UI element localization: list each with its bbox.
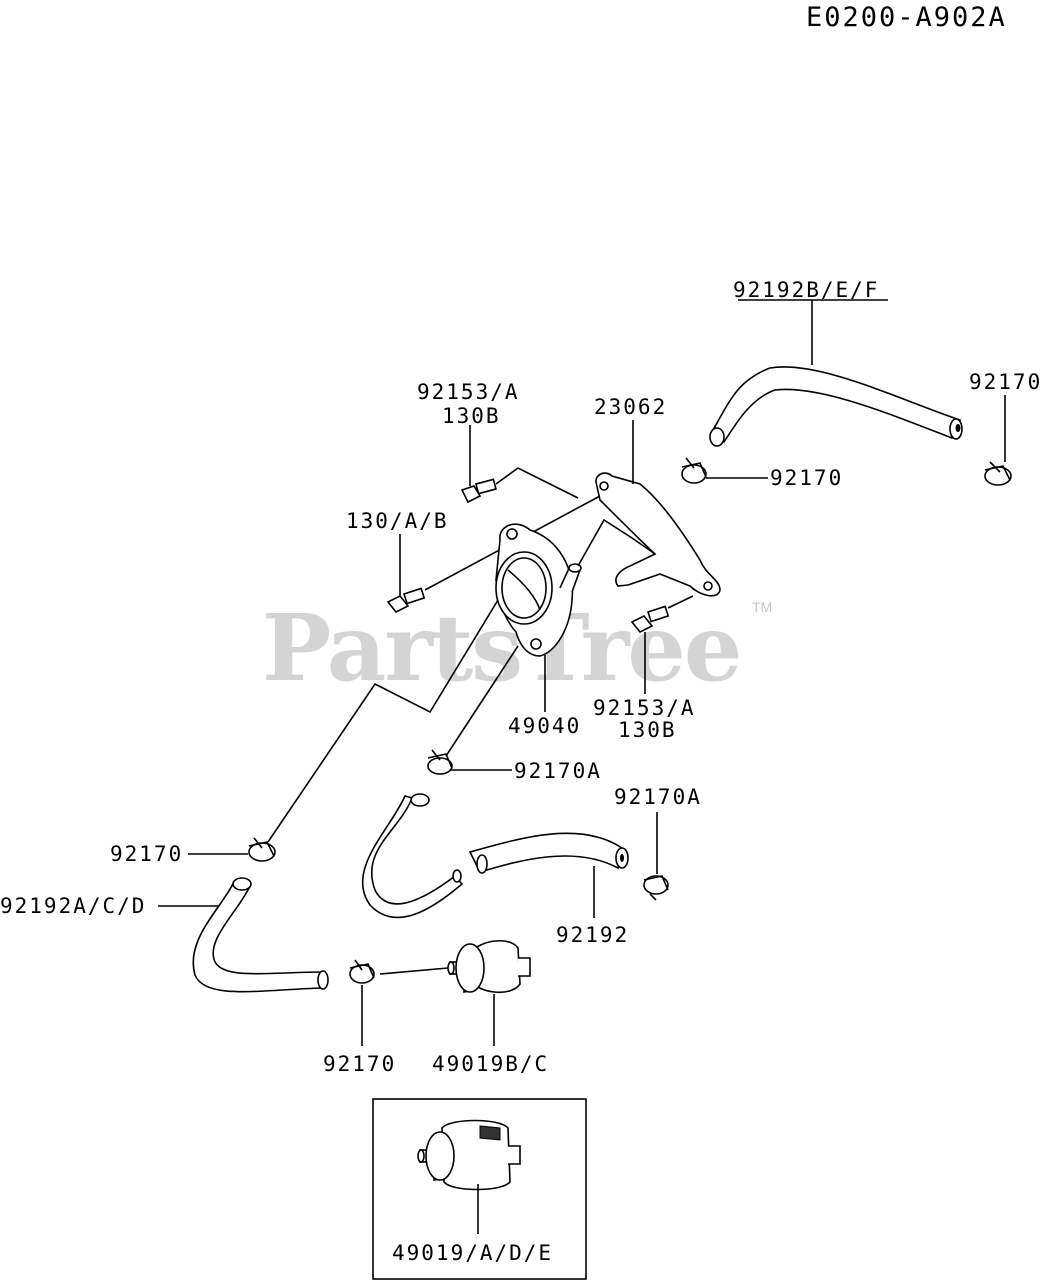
label-clamp-right-a: 92170A bbox=[614, 785, 702, 809]
bolt-right[interactable] bbox=[630, 605, 670, 634]
label-filter: 49019B/C bbox=[432, 1052, 549, 1076]
label-hose-mid: 92192 bbox=[556, 923, 629, 947]
label-bolt-right-2: 130B bbox=[618, 718, 677, 742]
fuel-filter[interactable] bbox=[447, 940, 531, 994]
clamp-left[interactable] bbox=[248, 837, 276, 862]
fuel-pump[interactable] bbox=[495, 523, 582, 657]
label-hose-top: 92192B/E/F bbox=[733, 278, 879, 302]
label-bolt-top-1: 92153/A bbox=[417, 380, 520, 404]
label-bolt-right-1: 92153/A bbox=[593, 696, 696, 720]
label-clamp-left: 92170 bbox=[110, 842, 183, 866]
hose-left[interactable] bbox=[192, 877, 329, 993]
label-fuel-pump: 49040 bbox=[508, 714, 581, 738]
fuel-filter-alt[interactable] bbox=[417, 1119, 521, 1191]
label-hose-left: 92192A/C/D bbox=[0, 894, 146, 918]
clamp-right-a[interactable] bbox=[643, 875, 669, 901]
bolt-top[interactable] bbox=[460, 478, 497, 504]
label-filter-alt: 49019/A/D/E bbox=[392, 1241, 553, 1265]
label-bracket: 23062 bbox=[594, 395, 667, 419]
clamp-top-right[interactable] bbox=[984, 461, 1012, 486]
label-clamp-top-right: 92170 bbox=[969, 370, 1042, 394]
bracket[interactable] bbox=[595, 472, 721, 597]
diagram-code: E0200-A902A bbox=[806, 2, 1007, 33]
clamp-mid-a[interactable] bbox=[427, 749, 453, 775]
clamp-bottom[interactable] bbox=[349, 959, 375, 984]
alt-filter-box bbox=[372, 1098, 587, 1280]
clamp-top-mid[interactable] bbox=[681, 457, 707, 484]
label-clamp-mid-a: 92170A bbox=[514, 759, 602, 783]
label-clamp-top-mid: 92170 bbox=[770, 466, 843, 490]
label-clamp-bottom: 92170 bbox=[323, 1052, 396, 1076]
hose-top[interactable] bbox=[709, 366, 963, 447]
bolt-left[interactable] bbox=[386, 587, 426, 614]
label-bolt-left: 130/A/B bbox=[346, 509, 449, 533]
hose-mid[interactable] bbox=[362, 793, 629, 919]
trademark: TM bbox=[752, 599, 772, 615]
label-bolt-top-2: 130B bbox=[442, 404, 501, 428]
